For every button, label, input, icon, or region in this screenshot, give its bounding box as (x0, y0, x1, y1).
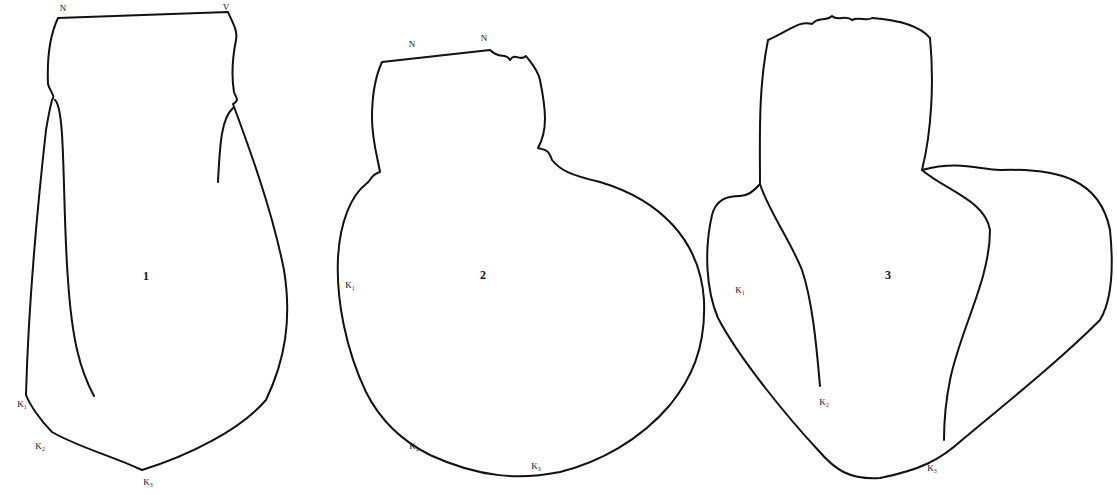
point-label: K₂ (35, 442, 45, 451)
point-label: K₃ (927, 464, 937, 473)
figure-3-inner-line (922, 170, 990, 440)
figure-number: 3 (885, 269, 891, 281)
figure-3-inner-line (760, 184, 820, 386)
figure-number: 1 (143, 270, 149, 282)
figure-1-inner-line (55, 100, 94, 396)
figure-1-outline (26, 12, 287, 470)
point-label: K₁ (345, 281, 355, 290)
point-label: K₂ (819, 398, 829, 407)
part-letter: V (223, 2, 230, 11)
part-letter: N (481, 34, 488, 43)
point-label: K₁ (735, 286, 745, 295)
point-label: K₃ (143, 478, 153, 487)
point-label: K₃ (531, 462, 541, 471)
figure-1-inner-line (218, 108, 233, 182)
figure-2-outline (338, 50, 704, 476)
point-label: K₂ (409, 442, 419, 451)
figure-3-outline (707, 16, 1112, 478)
point-label: K₁ (17, 400, 27, 409)
part-letter: N (60, 4, 67, 13)
figure-number: 2 (480, 269, 486, 281)
part-letter: N (409, 40, 416, 49)
